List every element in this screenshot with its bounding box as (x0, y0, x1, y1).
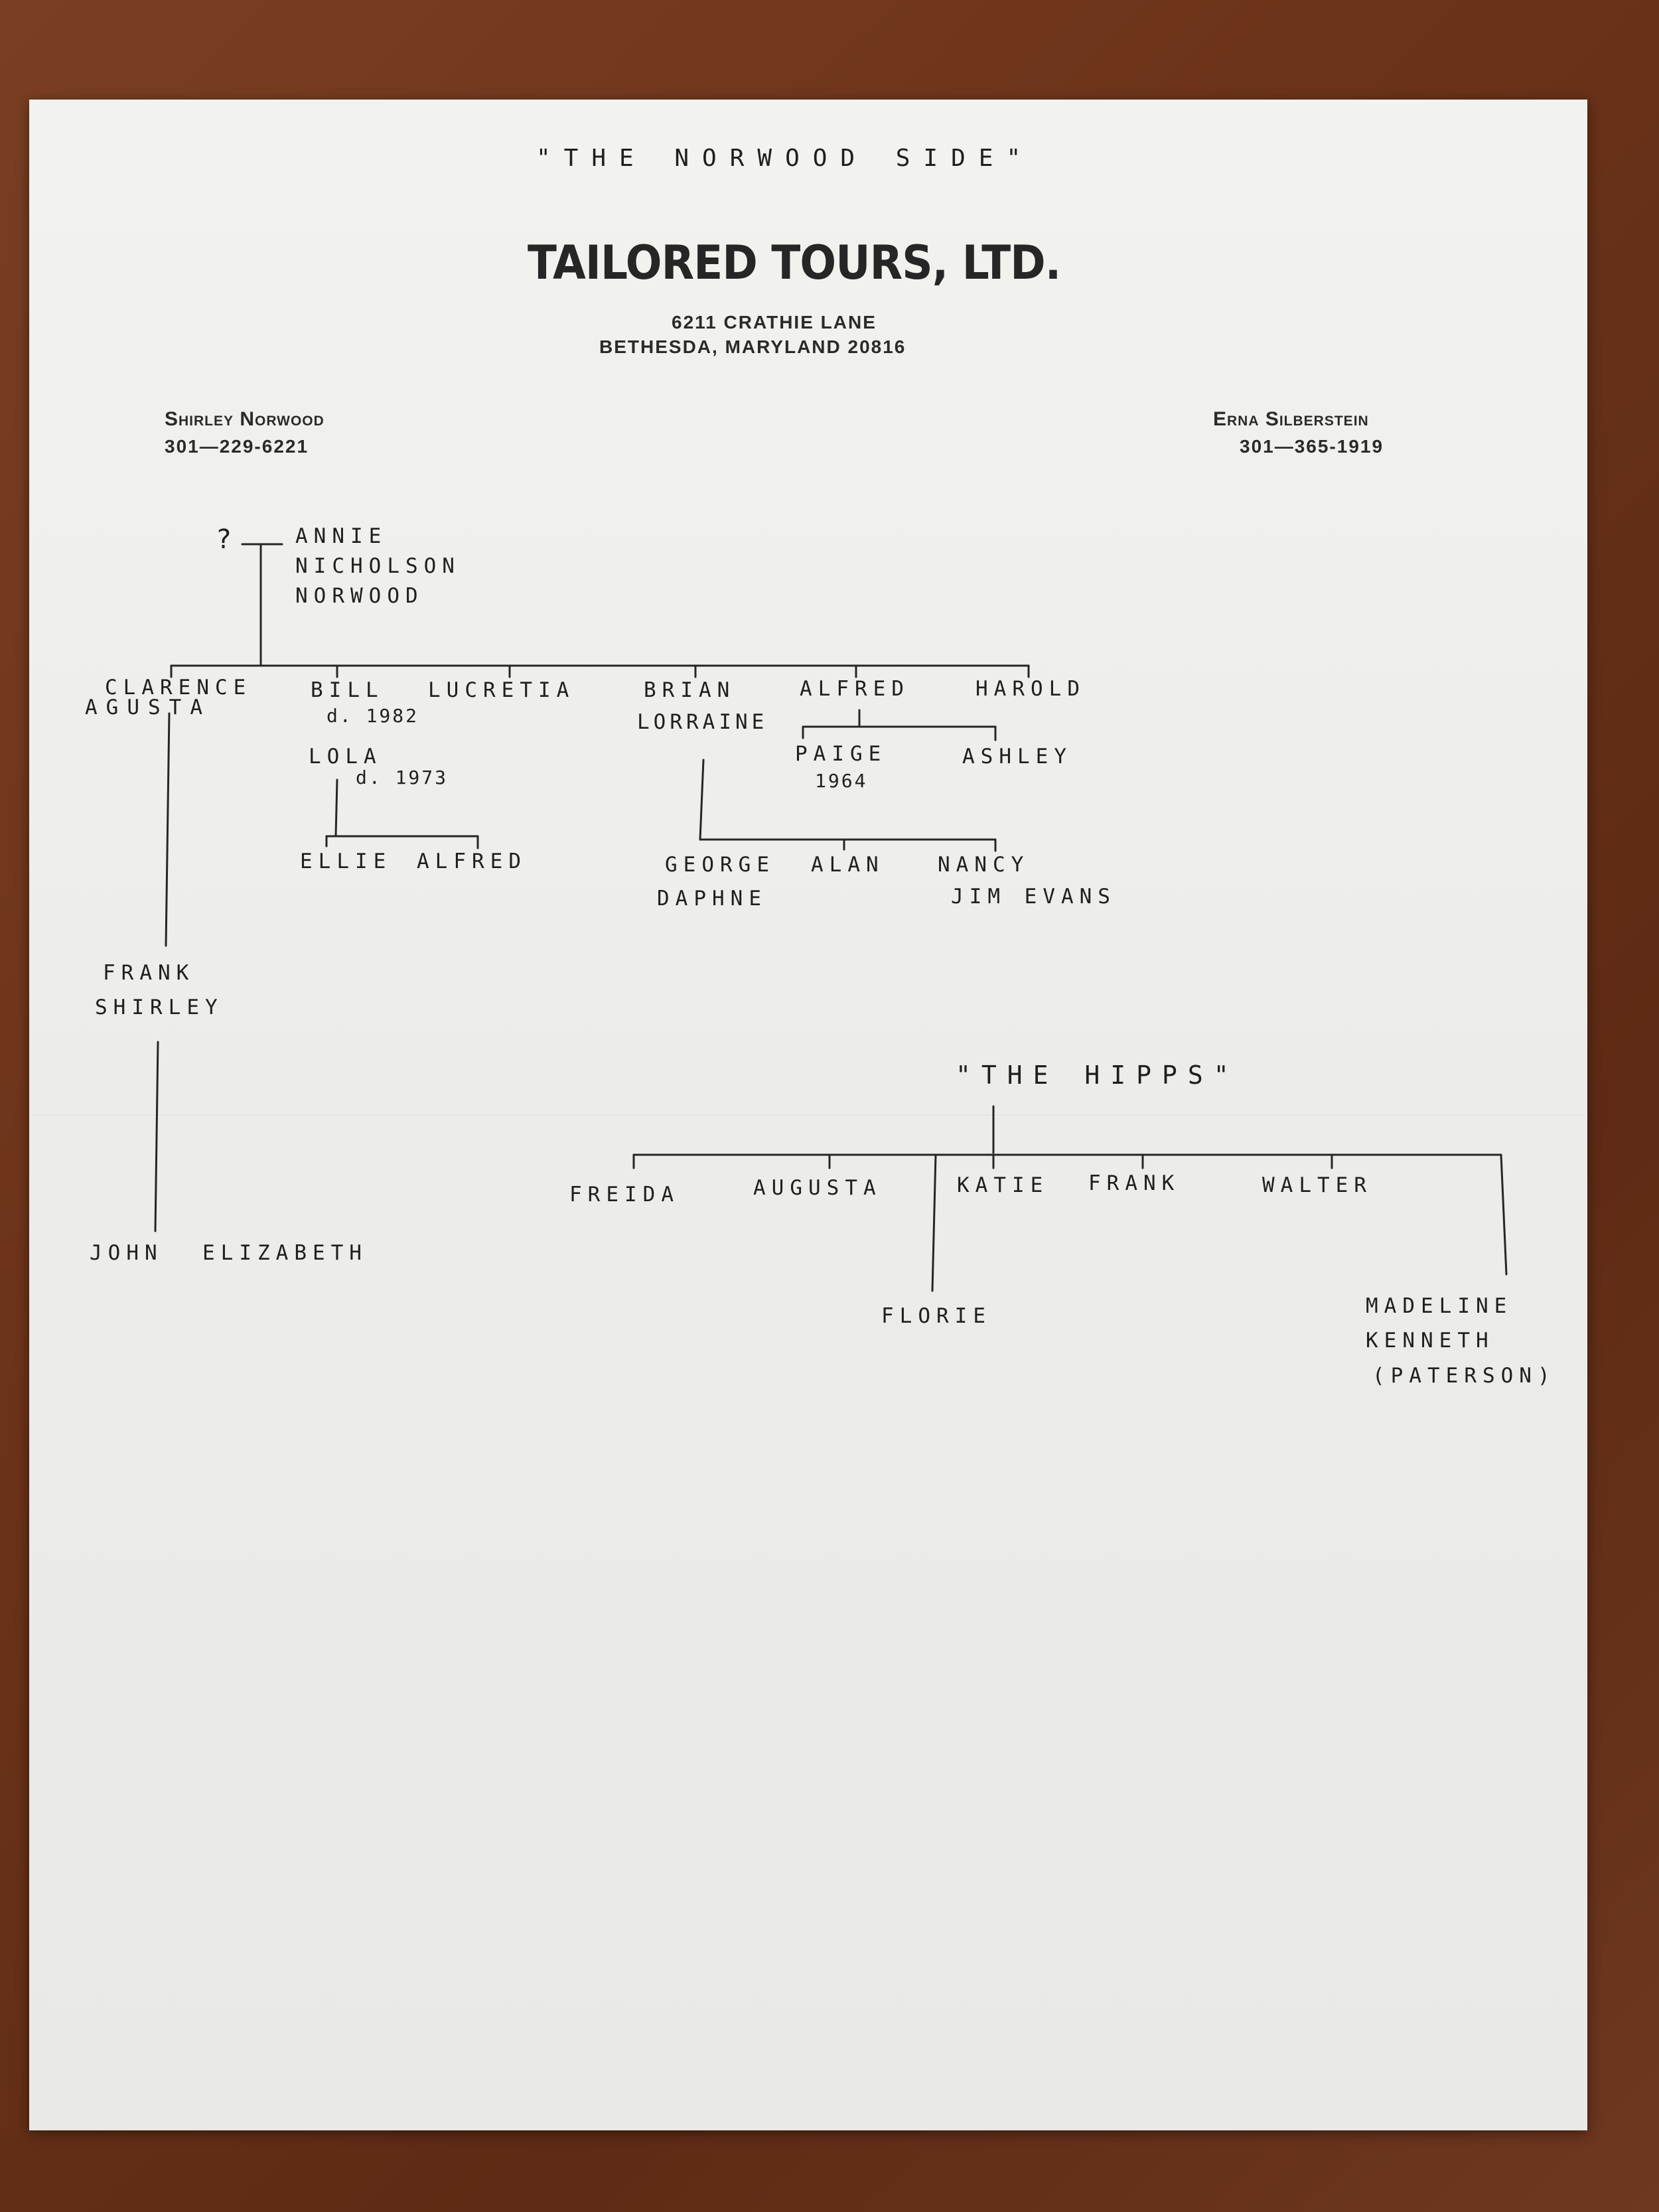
hipps-child-walter: WALTER (1262, 1173, 1372, 1197)
root-mother-name-3: NORWOOD (295, 584, 424, 608)
company-name: TAILORED TOURS, LTD. (528, 236, 1061, 290)
hipps-heading: "THE HIPPS" (956, 1061, 1240, 1090)
root-mother-name-1: ANNIE (295, 524, 388, 548)
hipps-child-freida: FREIDA (569, 1183, 680, 1207)
grandchild-alfred: ALFRED (417, 849, 527, 873)
left-contact-name: Shirley Norwood (165, 408, 325, 430)
hipps-paterson: (PATERSON) (1372, 1364, 1556, 1388)
hipps-grandchild-florie: FLORIE (881, 1304, 991, 1328)
great-grandchild-elizabeth: ELIZABETH (202, 1241, 368, 1265)
grandchild-nancy: NANCY (938, 853, 1030, 877)
great-grandchild-john: JOHN (90, 1241, 163, 1265)
hipps-madeline: MADELINE (1366, 1294, 1513, 1318)
grandchild-frank: FRANK (103, 961, 195, 985)
document-heading: "THE NORWOOD SIDE" (536, 145, 1035, 172)
hipps-child-augusta: AUGUSTA (753, 1176, 882, 1200)
clarence-spouse: AGUSTA (85, 696, 211, 719)
bill-death-year: d. 1982 (326, 705, 419, 727)
paper-fold-crease (29, 1115, 1587, 1117)
right-contact-phone: 301—365-1919 (1240, 436, 1384, 457)
nancy-spouse: JIM EVANS (951, 885, 1116, 909)
hipps-child-frank: FRANK (1088, 1171, 1181, 1195)
brian-spouse: LORRAINE (637, 710, 768, 734)
george-spouse: DAPHNE (657, 887, 767, 911)
child-harold: HAROLD (975, 677, 1086, 701)
grandchild-ellie: ELLIE (300, 849, 392, 873)
child-brian: BRIAN (644, 678, 736, 702)
left-contact-phone: 301—229-6221 (165, 436, 309, 457)
grandchild-alan: ALAN (811, 853, 885, 877)
hipps-kenneth: KENNETH (1366, 1329, 1494, 1353)
right-contact-name: Erna Silberstein (1213, 408, 1369, 430)
unknown-father: ? (216, 524, 232, 555)
bill-spouse: LOLA (309, 745, 382, 769)
grandchild-paige: PAIGE (795, 742, 887, 766)
child-bill: BILL (311, 678, 384, 702)
hipps-child-katie: KATIE (957, 1173, 1049, 1197)
grandchild-george: GEORGE (665, 853, 775, 877)
lola-death-year: d. 1973 (356, 767, 449, 788)
address-line-1: 6211 CRATHIE LANE (672, 312, 877, 332)
frank-spouse: SHIRLEY (95, 995, 224, 1019)
paige-birth-year: 1964 (815, 770, 868, 792)
child-alfred: ALFRED (800, 677, 910, 701)
root-mother-name-2: NICHOLSON (295, 554, 461, 578)
address-line-2: BETHESDA, MARYLAND 20816 (599, 336, 906, 357)
letterhead-sheet (29, 100, 1587, 2130)
grandchild-ashley: ASHLEY (962, 745, 1072, 769)
child-lucretia: LUCRETIA (428, 678, 575, 702)
child-clarence: CLARENCE (105, 676, 252, 700)
